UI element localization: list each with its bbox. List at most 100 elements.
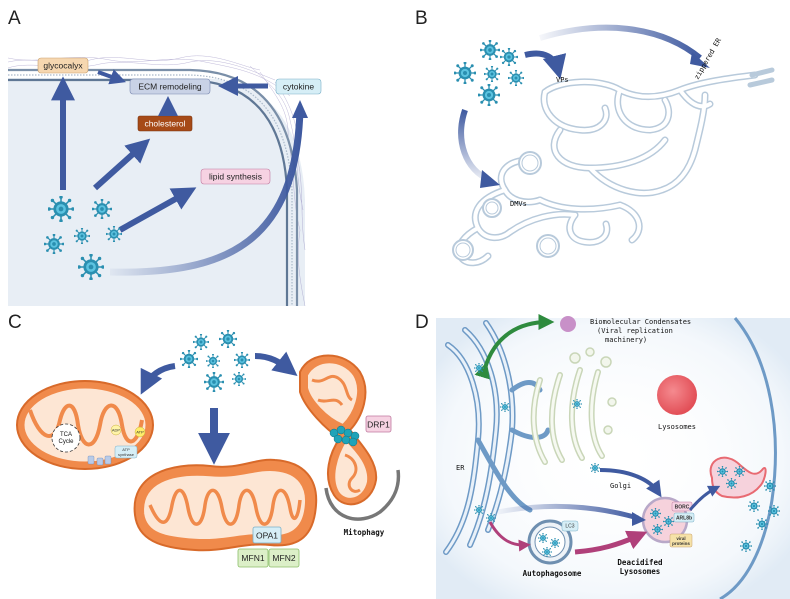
virus-icon xyxy=(748,500,760,512)
arrow-to-fission-mito xyxy=(254,351,298,376)
mitophagy-label: Mitophagy xyxy=(344,528,385,537)
virus-icon xyxy=(206,354,220,368)
arrow-er-to-autophagosome xyxy=(488,521,531,552)
virus-icon xyxy=(726,478,737,489)
drp1-box xyxy=(365,415,392,433)
virus-icon xyxy=(232,372,246,386)
er-lumen xyxy=(456,73,757,265)
borc-label: BORC xyxy=(675,505,690,511)
virus-icon xyxy=(219,330,237,348)
virus-icon xyxy=(500,48,518,66)
golgi-vesicles xyxy=(569,347,617,435)
virus-icon xyxy=(756,518,768,530)
golgi-label: Golgi xyxy=(610,482,631,490)
atp-synthase-label-1: ATP xyxy=(122,447,130,452)
cytokine-label: cytokine xyxy=(283,82,314,92)
vps-label: VPs xyxy=(556,76,569,84)
mito-fission-cristae-bottom xyxy=(344,453,361,493)
virus-icon xyxy=(44,234,64,254)
viral-proteins-label-1: viral xyxy=(676,536,685,541)
arrow-to-vps xyxy=(524,50,567,80)
condensates-label-1: Biomolecular Condensates xyxy=(590,318,691,326)
virus-icon xyxy=(204,372,224,392)
deacidified-label-2: Lysosomes xyxy=(620,567,661,576)
cholesterol-box xyxy=(137,115,193,132)
arrow-er-to-lysosome xyxy=(497,503,639,521)
virus-icon xyxy=(478,84,500,106)
mitophagy-membrane xyxy=(324,469,401,521)
mitochondrion-fission xyxy=(299,354,378,506)
virus-icon xyxy=(734,466,745,477)
virus-icon xyxy=(550,538,560,548)
golgi-lumen xyxy=(532,368,604,464)
dmvs-label: DMVs xyxy=(510,200,527,208)
panel-d: D xyxy=(415,312,790,599)
ecm-remodeling-label: ECM remodeling xyxy=(138,82,202,92)
virus-icon xyxy=(92,199,112,219)
mfn2-label: MFN2 xyxy=(272,553,295,563)
dmv-inner xyxy=(455,154,557,258)
virus-icon xyxy=(538,533,548,543)
lipid-synthesis-box xyxy=(200,168,271,185)
condensates-label-3: machinery) xyxy=(605,336,647,344)
mfn1-label: MFN1 xyxy=(241,553,264,563)
virus-icon xyxy=(572,399,582,409)
tca-label-1: TCA xyxy=(60,432,72,438)
arrow-lysosome-to-exocytosis xyxy=(688,485,721,511)
virus-icon xyxy=(717,466,728,477)
ecm-remodeling-box xyxy=(129,78,211,95)
arrow-glycocalyx-to-ecm xyxy=(97,69,127,85)
autophagosome-label: Autophagosome xyxy=(523,569,582,578)
panel-c-arrows xyxy=(140,351,298,465)
lc3-label: LC3 xyxy=(565,524,574,530)
cytokine-box xyxy=(275,78,322,95)
drp1-label: DRP1 xyxy=(367,420,390,430)
viral-proteins-label-2: proteins xyxy=(672,541,690,546)
arrow-to-cholesterol xyxy=(92,138,151,191)
panel-d-label: D xyxy=(415,312,429,333)
virus-icon xyxy=(740,540,752,552)
arrow-autophagosome-to-lysosome xyxy=(574,530,648,555)
arrow-to-zippered-er xyxy=(539,24,702,61)
virus-icon xyxy=(78,254,104,280)
virus-icon xyxy=(764,480,776,492)
panel-c: C TCA Cycle ATP synthase ADP ATP xyxy=(8,312,401,568)
virus-icon xyxy=(650,508,661,519)
etc-complexes xyxy=(87,455,112,466)
mito-fused-inner xyxy=(141,468,308,542)
mfn1-box xyxy=(237,548,269,568)
arrow-to-dmvs-head xyxy=(480,170,500,188)
tca-cycle-circle xyxy=(51,423,81,453)
mfn2-box xyxy=(268,548,300,568)
virus-icon xyxy=(180,350,198,368)
virus-icon xyxy=(500,402,510,412)
virus-icon xyxy=(590,463,600,473)
arrow-condensate xyxy=(474,314,555,380)
virus-icon xyxy=(474,363,484,373)
mito-fused-cristae xyxy=(148,488,302,526)
drp1-ring xyxy=(329,425,360,447)
mitochondrion-left: TCA Cycle ATP synthase ADP ATP xyxy=(16,380,154,470)
virus-icon xyxy=(484,66,500,82)
opa1-label: OPA1 xyxy=(256,531,278,541)
tca-label-2: Cycle xyxy=(58,439,74,445)
mitochondrion-fused xyxy=(133,458,318,552)
panel-c-virus-cluster xyxy=(180,330,250,392)
arrow-to-cytokine xyxy=(109,109,304,276)
arrow-to-dmvs xyxy=(458,109,492,183)
zippered-er-ends xyxy=(747,67,775,88)
virus-icon xyxy=(768,505,780,517)
arrow-to-zippered-er-head xyxy=(690,52,710,68)
panel-b-virus-cluster xyxy=(454,40,524,106)
glycocalyx-label: glycocalyx xyxy=(43,61,83,71)
mito-fission-inner-bottom xyxy=(333,438,370,500)
virus-icon xyxy=(480,40,500,60)
arrow-to-left-mito xyxy=(140,363,176,395)
atp-synthase-box xyxy=(114,445,138,459)
lysosome-icon xyxy=(657,375,697,415)
arrow-to-lipid xyxy=(118,187,197,233)
virus-icon xyxy=(74,228,90,244)
panel-b-label: B xyxy=(415,8,428,29)
biomolecular-condensate xyxy=(560,316,576,332)
